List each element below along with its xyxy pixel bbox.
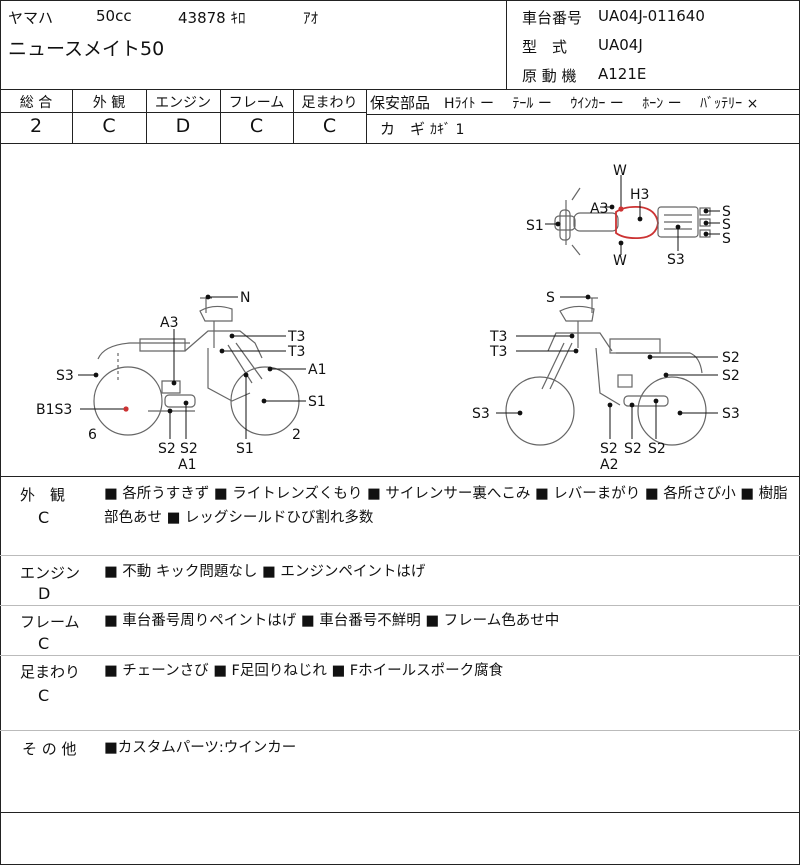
label-s2-right-a: S2 [722, 350, 740, 366]
grid-line [72, 89, 73, 143]
divider [0, 555, 800, 556]
label-a3-top: A3 [590, 201, 608, 217]
label-s2-left-b: S2 [180, 441, 198, 457]
mileage: 43878 ｷﾛ [178, 9, 246, 27]
section-frame-text: ■ 車台番号周りペイントはげ ■ 車台番号不鮮明 ■ フレーム色あせ中 [104, 613, 560, 629]
section-engine-grade: D [38, 584, 51, 603]
divider [0, 605, 800, 606]
damage-markers [93, 204, 709, 416]
section-suspension-grade: C [38, 686, 50, 705]
label-s-right: S [546, 290, 555, 306]
label-s1-left: S1 [308, 394, 326, 410]
label-t3-left-a: T3 [287, 329, 305, 345]
scooter-left-view [93, 297, 300, 436]
grade-exterior-value: C [102, 115, 116, 137]
label-s3-top: S3 [667, 252, 685, 268]
label-s1-bottom: S1 [236, 441, 254, 457]
label-w-top: W [613, 163, 627, 179]
label-s1-top: S1 [526, 218, 544, 234]
section-suspension-text: ■ チェーンさび ■ F足回りねじれ ■ Fホイールスポーク腐食 [104, 663, 504, 679]
scooter-right-view [505, 297, 707, 446]
section-engine-title: エンジン [20, 564, 81, 582]
section-suspension-title: 足まわり [20, 663, 81, 681]
section-engine-text: ■ 不動 キック問題なし ■ エンジンペイントはげ [104, 564, 426, 580]
grade-engine-label: エンジン [155, 95, 211, 111]
label-s-b: S [722, 217, 731, 233]
label-s3-left: S3 [56, 368, 74, 384]
grade-exterior-label: 外 観 [92, 95, 126, 111]
grade-suspension-label: 足まわり [301, 95, 358, 111]
label-s3-right-left: S3 [472, 406, 490, 422]
safety-parts-label: 保安部品 [370, 94, 431, 112]
label-s2-right-c: S2 [600, 441, 618, 457]
color: ｱｵ [303, 9, 319, 27]
grade-overall-value: 2 [29, 115, 43, 137]
label-s2-right-d: S2 [624, 441, 642, 457]
divider [0, 812, 800, 813]
label-n: N [240, 290, 250, 306]
safety-parts-items: Hﾗｲﾄ ー ﾃｰﾙ ー ｳｲﾝｶｰ ー ﾎｰﾝ ー ﾊﾞｯﾃﾘｰ × [444, 96, 759, 112]
grid-line [366, 114, 800, 115]
label-h3: H3 [630, 187, 649, 203]
grid-line [0, 112, 366, 113]
section-exterior-grade: C [38, 508, 50, 527]
divider [0, 655, 800, 656]
grid-line [366, 89, 367, 143]
label-b1s3: B1S3 [36, 402, 72, 418]
label-a2: A2 [600, 457, 618, 473]
chassis-number: UA04J-011640 [598, 7, 705, 25]
section-other-title: そ の 他 [22, 740, 77, 758]
key-value: ｶｷﾞ 1 [430, 122, 465, 138]
label-s3-right-right: S3 [722, 406, 740, 422]
grade-suspension-value: C [322, 115, 337, 137]
grade-frame-label: フレーム [228, 95, 285, 111]
label-a3-left: A3 [160, 315, 178, 331]
section-other-text: ■カスタムパーツ:ウインカー [104, 740, 297, 756]
key-label: カ ギ [380, 120, 426, 138]
label-t3-right-b: T3 [489, 344, 507, 360]
damage-diagram: W H3 A3 S1 S S S S3 W N A3 T3 T3 A1 S3 B… [36, 163, 740, 473]
engine-label: 原 動 機 [522, 67, 577, 85]
engine-model: A121E [598, 65, 647, 83]
label-s-c: S [722, 231, 731, 247]
chassis-label: 車台番号 [522, 9, 583, 27]
section-exterior-text: ■ 各所うすきず ■ ライトレンズくもり ■ サイレンサー裏へこみ ■ レバーま… [104, 486, 788, 526]
grade-overall-label: 総 合 [19, 95, 53, 111]
maker: ヤマハ [8, 9, 54, 27]
grid-line [293, 89, 294, 143]
divider [0, 143, 800, 144]
divider [0, 89, 800, 90]
label-s2-right-e: S2 [648, 441, 666, 457]
section-frame-grade: C [38, 634, 50, 653]
model-type-label: 型 式 [522, 38, 568, 56]
label-a1-bottom: A1 [178, 457, 196, 473]
grid-line [220, 89, 221, 143]
grade-engine-value: D [175, 115, 191, 137]
label-6: 6 [88, 427, 97, 443]
grade-frame-value: C [249, 115, 264, 137]
label-s-a: S [722, 204, 731, 220]
label-t3-left-b: T3 [287, 344, 305, 360]
displacement: 50cc [96, 7, 132, 25]
divider [0, 730, 800, 731]
divider [0, 476, 800, 477]
grid-line [146, 89, 147, 143]
label-w-bottom: W [613, 253, 627, 269]
label-s2-right-b: S2 [722, 368, 740, 384]
section-frame-title: フレーム [20, 613, 80, 631]
model-name: ニュースメイト50 [8, 38, 165, 60]
section-exterior-title: 外 観 [20, 486, 66, 504]
scooter-top-view [554, 187, 711, 256]
label-t3-right-a: T3 [489, 329, 507, 345]
label-s2-left-a: S2 [158, 441, 176, 457]
model-type: UA04J [598, 36, 643, 54]
label-a1-left: A1 [308, 362, 326, 378]
label-2: 2 [292, 427, 301, 443]
header-divider [506, 0, 507, 89]
